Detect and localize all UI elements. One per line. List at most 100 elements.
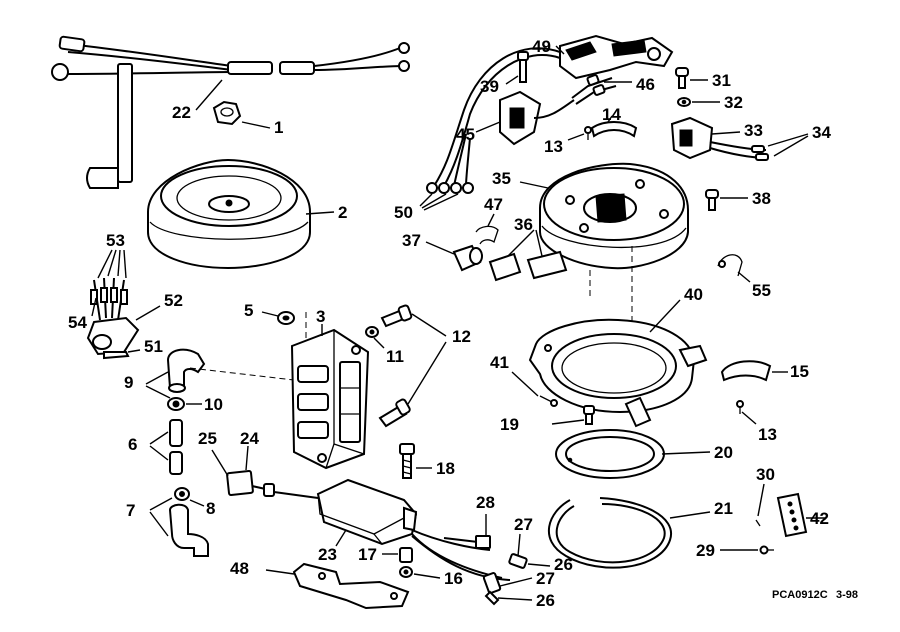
- part-15-retainer: [720, 360, 772, 382]
- part-14-clip: [590, 121, 638, 138]
- part-13-screw-right: [736, 400, 744, 414]
- part-24-connector: [226, 470, 319, 499]
- part-7-elbow: [168, 503, 209, 557]
- part-10-clamp: [167, 397, 185, 411]
- label-12: 12: [452, 327, 471, 346]
- part-47-clip: [475, 225, 499, 245]
- label-22: 22: [172, 103, 191, 122]
- label-53: 53: [106, 231, 125, 250]
- label-8: 8: [206, 499, 215, 518]
- label-37: 37: [402, 231, 421, 250]
- label-13-top: 13: [544, 137, 563, 156]
- part-28-terminal: [443, 535, 491, 549]
- part-9-elbow: [166, 348, 206, 393]
- label-28: 28: [476, 493, 495, 512]
- label-31: 31: [712, 71, 731, 90]
- part-8-clamp: [174, 487, 190, 501]
- part-6-hose: [169, 419, 183, 475]
- part-36-sleeves: [488, 250, 568, 282]
- label-34: 34: [812, 123, 831, 142]
- part-22-harness: [51, 35, 410, 189]
- part-27-connector-upper: [508, 553, 528, 569]
- part-46-connectors: [571, 74, 617, 105]
- label-45: 45: [456, 125, 475, 144]
- part-21-snap-ring: [547, 497, 673, 569]
- label-26-lower: 26: [536, 591, 555, 610]
- part-33-coil: [670, 116, 769, 161]
- label-26-upper: 26: [554, 555, 573, 574]
- label-3: 3: [316, 307, 325, 326]
- label-1: 1: [274, 118, 283, 137]
- part-16-washer: [399, 566, 413, 578]
- label-27-lower: 27: [536, 569, 555, 588]
- label-6: 6: [128, 435, 137, 454]
- label-38: 38: [752, 189, 771, 208]
- label-21: 21: [714, 499, 733, 518]
- label-18: 18: [436, 459, 455, 478]
- label-15: 15: [790, 362, 809, 381]
- label-50: 50: [394, 203, 413, 222]
- label-2: 2: [338, 203, 347, 222]
- part-12-screws: [378, 304, 413, 428]
- part-55-clamp: [717, 254, 743, 277]
- part-38-screw: [705, 189, 719, 211]
- label-49: 49: [532, 37, 551, 56]
- part-11-washer: [365, 326, 379, 338]
- label-51: 51: [144, 337, 163, 356]
- label-55: 55: [752, 281, 771, 300]
- label-39: 39: [480, 77, 499, 96]
- part-52-connector: [86, 277, 140, 360]
- label-36: 36: [514, 215, 533, 234]
- label-7: 7: [126, 501, 135, 520]
- part-19-screw: [583, 405, 595, 425]
- label-13-right: 13: [758, 425, 777, 444]
- label-25: 25: [198, 429, 217, 448]
- part-31-screw: [675, 67, 689, 89]
- part-27-connector-lower: [482, 572, 502, 606]
- part-49-sensor: [559, 34, 674, 80]
- label-20: 20: [714, 443, 733, 462]
- part-17-spacer: [399, 547, 413, 563]
- part-2-flywheel: [147, 158, 311, 270]
- label-11: 11: [386, 347, 404, 366]
- label-5: 5: [244, 301, 253, 320]
- label-27-upper: 27: [514, 515, 533, 534]
- label-17: 17: [358, 545, 377, 564]
- label-47: 47: [484, 195, 503, 214]
- label-29: 29: [696, 541, 715, 560]
- part-30-screw: [755, 519, 761, 527]
- part-1-nut: [212, 100, 242, 126]
- part-37-grommet: [452, 244, 483, 272]
- label-19: 19: [500, 415, 519, 434]
- label-9: 9: [124, 373, 133, 392]
- label-23: 23: [318, 545, 337, 564]
- part-45-coil: [499, 90, 575, 146]
- label-52: 52: [164, 291, 183, 310]
- part-39-screw: [517, 51, 529, 83]
- part-29-screw: [759, 545, 774, 555]
- label-24: 24: [240, 429, 259, 448]
- part-20-ring: [555, 429, 665, 479]
- diagram-date: 3-98: [836, 589, 858, 601]
- label-14: 14: [602, 105, 621, 124]
- label-33: 33: [744, 121, 763, 140]
- part-3-coil-pack: [290, 328, 370, 470]
- part-5-washer: [277, 311, 295, 325]
- label-30: 30: [756, 465, 775, 484]
- part-32-washer: [677, 97, 691, 107]
- part-50-leads: [426, 47, 561, 194]
- part-42-terminal-block: [776, 492, 808, 538]
- label-48: 48: [230, 559, 249, 578]
- part-48-bracket: [292, 562, 410, 610]
- label-10: 10: [204, 395, 223, 414]
- label-40: 40: [684, 285, 703, 304]
- label-42: 42: [810, 509, 829, 528]
- label-16: 16: [444, 569, 463, 588]
- label-46: 46: [636, 75, 655, 94]
- part-41-screw: [539, 395, 558, 407]
- part-40-armature-plate: [528, 318, 708, 428]
- part-13-screw-top: [584, 126, 592, 140]
- diagram-code: PCA0912C: [772, 589, 828, 601]
- part-35-stator-plate: [539, 162, 689, 270]
